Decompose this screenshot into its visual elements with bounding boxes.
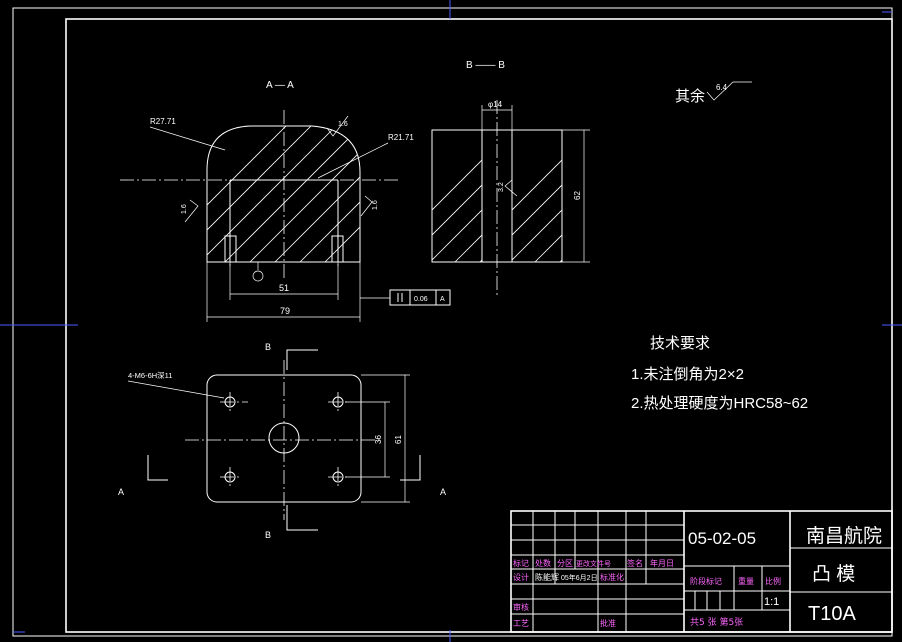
dim-phi14: φ14 bbox=[488, 100, 503, 109]
cut-label-a-left: A bbox=[118, 487, 124, 497]
svg-text:1.6: 1.6 bbox=[338, 121, 348, 128]
inner-frame bbox=[65, 18, 893, 633]
dim-61: 61 bbox=[394, 435, 403, 444]
tech-title: 技术要求 bbox=[650, 335, 710, 352]
cut-mark-a-right bbox=[400, 455, 421, 481]
svg-text:比例: 比例 bbox=[765, 576, 781, 586]
cut-label-b-top: B bbox=[265, 342, 271, 352]
scale-value: 1:1 bbox=[764, 596, 779, 608]
dim-62: 62 bbox=[573, 191, 582, 200]
section-aa-outline bbox=[206, 125, 361, 263]
hatch-aa bbox=[207, 126, 360, 262]
svg-text:标记: 标记 bbox=[513, 558, 529, 568]
svg-text:6.4: 6.4 bbox=[716, 83, 728, 92]
svg-text:设计: 设计 bbox=[513, 572, 529, 582]
svg-text:处数: 处数 bbox=[535, 558, 551, 568]
center-bore bbox=[268, 422, 300, 454]
dim-36: 36 bbox=[374, 435, 383, 444]
svg-text:A: A bbox=[440, 296, 445, 303]
svg-text:阶段标记: 阶段标记 bbox=[690, 576, 722, 586]
cut-label-b-bottom: B bbox=[265, 530, 271, 540]
part-name: 凸 模 bbox=[812, 563, 855, 585]
svg-text:标准化: 标准化 bbox=[600, 572, 624, 582]
svg-text:0.06: 0.06 bbox=[414, 296, 428, 303]
cut-mark-b-top bbox=[286, 349, 318, 370]
hatch-bb-right bbox=[512, 159, 562, 262]
drawing-number: 05-02-05 bbox=[688, 529, 756, 548]
tolerance-frame bbox=[389, 289, 451, 306]
title-block bbox=[510, 510, 893, 633]
rest-roughness-symbol bbox=[706, 81, 752, 101]
radius-label-1: R27.71 bbox=[150, 117, 176, 126]
svg-text:1.6: 1.6 bbox=[181, 204, 188, 214]
design-date: 05年6月2日 bbox=[561, 573, 598, 582]
datum-a-symbol bbox=[252, 270, 264, 282]
roughness-symbol-bore bbox=[504, 179, 518, 197]
outer-border bbox=[12, 7, 893, 637]
sheet-count: 共5 张 第5张 bbox=[690, 616, 743, 628]
svg-text:3.2: 3.2 bbox=[498, 182, 505, 192]
view-title-bb: B —— B bbox=[466, 60, 505, 71]
cut-label-a-right: A bbox=[440, 487, 446, 497]
svg-text:签名: 签名 bbox=[627, 558, 643, 568]
svg-text:重量: 重量 bbox=[738, 576, 754, 586]
material: T10A bbox=[808, 603, 856, 625]
tech-requirement-1: 1.未注倒角为2×2 bbox=[631, 366, 744, 383]
svg-text:1.6: 1.6 bbox=[372, 200, 379, 210]
radius-label-2: R21.71 bbox=[388, 133, 414, 142]
dim-51: 51 bbox=[279, 283, 289, 293]
dim-79: 79 bbox=[280, 306, 290, 316]
aa-hole-left bbox=[224, 235, 237, 263]
thread-label: 4-M6-6H深11 bbox=[128, 371, 172, 380]
rest-roughness-label: 其余 bbox=[675, 87, 705, 105]
designer-name: 陈能辉 bbox=[535, 572, 559, 582]
svg-text:分区: 分区 bbox=[557, 559, 573, 568]
roughness-symbol-right bbox=[360, 195, 373, 217]
svg-text:年月日: 年月日 bbox=[650, 558, 674, 568]
school-name: 南昌航院 bbox=[806, 525, 882, 547]
svg-text:审核: 审核 bbox=[513, 602, 529, 612]
cut-mark-b-bottom bbox=[286, 505, 318, 531]
roughness-symbol-top bbox=[326, 115, 349, 137]
svg-text:更改文件号: 更改文件号 bbox=[576, 559, 611, 568]
svg-text:批准: 批准 bbox=[600, 618, 616, 628]
svg-text:工艺: 工艺 bbox=[513, 619, 529, 628]
roughness-symbol-left bbox=[184, 199, 199, 223]
cut-mark-a-left bbox=[147, 455, 168, 481]
aa-hole-right bbox=[331, 235, 344, 263]
view-title-aa: A — A bbox=[266, 80, 294, 91]
hatch-bb-left bbox=[432, 159, 482, 262]
tech-requirement-2: 2.热处理硬度为HRC58~62 bbox=[631, 395, 808, 412]
